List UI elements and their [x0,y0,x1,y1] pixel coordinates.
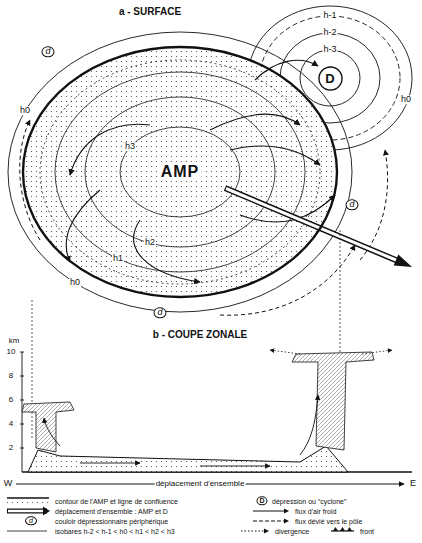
depression-circle: D [318,66,343,91]
legend-text: front [360,528,374,535]
isobar-label: h-3 [322,45,337,54]
axis-label: W [3,479,14,488]
isobar-label: h-2 [322,28,337,37]
legend-sample [240,526,270,536]
legend-symbol: D [256,496,267,505]
axis-label: km [8,337,21,345]
legend-text: contour de l'AMP et ligne de confluence [55,498,178,505]
legend-sample [6,496,50,506]
section-title: b - COUPE ZONALE [152,330,248,341]
axis-label: 6 [8,396,14,404]
legend-sample [252,506,290,516]
legend-text: flux d'air froid [295,508,336,515]
amp-region: AMP [23,47,337,297]
isobar-label: h0 [400,95,412,104]
section-title: a - SURFACE [118,7,182,18]
legend-text: divergence [275,528,309,535]
isobar-label: h0 [69,278,81,287]
legend-text: couloir dépressionnaire périphérique [55,518,168,525]
amp-label: AMP [159,163,202,181]
legend-text: isobares h-2 < h-1 < h0 < h1 < h2 < h3 [55,528,175,535]
isobar-label: h0 [19,106,31,115]
legend-sample [6,506,50,516]
legend-text: déplacement d'ensemble : AMP et D [55,508,168,515]
trough-label: d [41,46,54,57]
isobar-label: h2 [144,238,156,247]
axis-label: 8 [8,372,14,380]
axis-label: 2 [8,444,14,452]
legend-sample [6,526,50,536]
isobar-label: h1 [112,254,124,263]
legend-sample [252,516,290,526]
trough-label: d [345,199,358,210]
trough-label: d [25,516,37,525]
axis-label: 4 [8,420,14,428]
legend-sample [330,526,355,536]
isobar-label: h3 [124,142,136,151]
trough-label: d [153,307,166,318]
legend-text: dépression ou “cyclone” [272,498,346,505]
axis-label: 10 [6,348,17,356]
axis-label: déplacement d'ensemble [155,480,246,488]
depression-label: D [325,71,334,86]
axis-label: E [409,479,417,488]
legend-text: flux dévié vers le pôle [295,518,362,525]
isobar-label: h-1 [322,11,337,20]
